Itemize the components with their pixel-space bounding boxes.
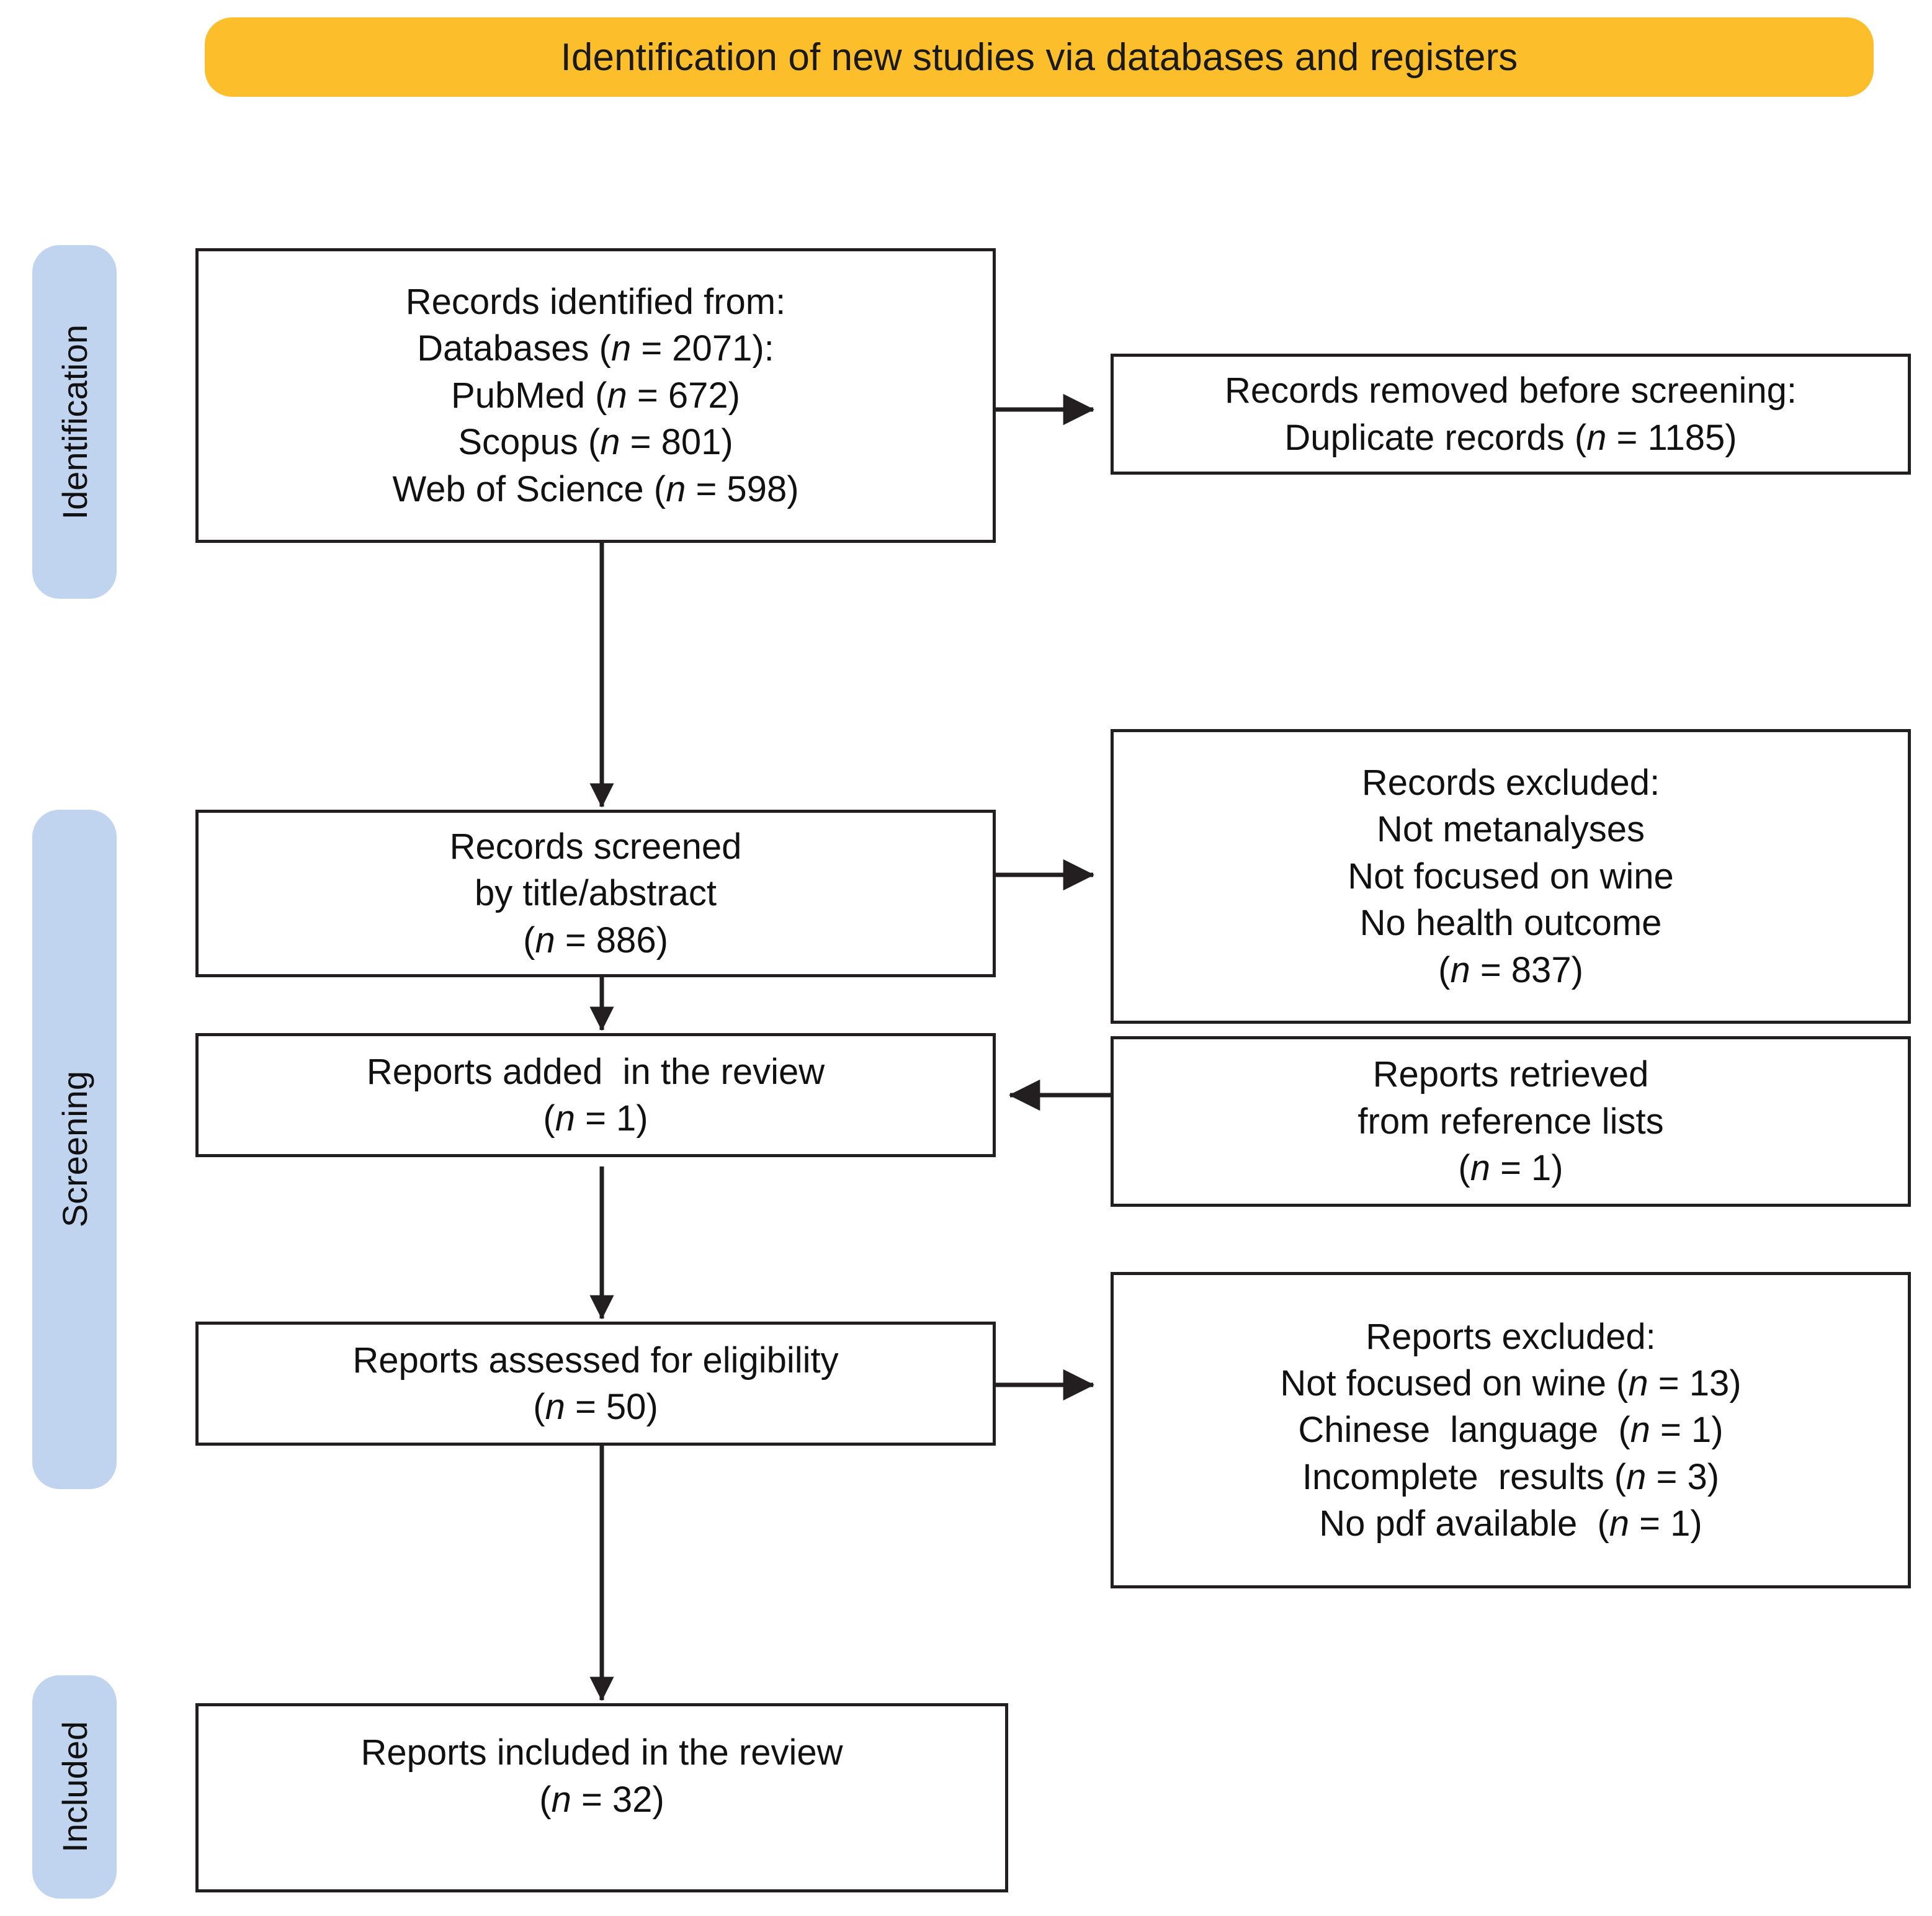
line-0: Records screened (449, 826, 742, 867)
line-0: Reports assessed for eligibility (352, 1340, 839, 1381)
box-reports-assessed-for-eligibility: Reports assessed for eligibility (n = 50) (195, 1322, 996, 1446)
line-2: Not focused on wine (1348, 856, 1674, 897)
line-1: Not focused on wine (n = 13) (1280, 1363, 1742, 1403)
box-reports-added-text: Reports added in the review (n = 1) (207, 1049, 984, 1142)
line-0: Records removed before screening: (1224, 370, 1797, 411)
line-0: Reports included in the review (360, 1732, 843, 1773)
line-1: Databases (n = 2071): (417, 328, 774, 369)
line-1: from reference lists (1357, 1101, 1664, 1142)
line-2: (n = 886) (523, 920, 668, 960)
box-reports-excluded: Reports excluded: Not focused on wine (n … (1111, 1272, 1911, 1588)
line-1: (n = 1) (543, 1098, 648, 1139)
line-2: (n = 1) (1458, 1148, 1563, 1189)
box-reports-included-text: Reports included in the review (n = 32) (207, 1729, 996, 1823)
line-1: (n = 32) (539, 1779, 664, 1820)
stage-pill-screening: Screening (32, 810, 117, 1489)
line-4: Web of Science (n = 598) (392, 468, 799, 509)
box-reports-added-in-the-review: Reports added in the review (n = 1) (195, 1033, 996, 1157)
line-0: Records identified from: (405, 282, 786, 323)
line-0: Reports retrieved (1372, 1054, 1649, 1095)
line-3: Scopus (n = 801) (458, 422, 733, 463)
diagram-banner: Identification of new studies via databa… (205, 17, 1874, 97)
box-reports-retrieved-text: Reports retrieved from reference lists (n … (1122, 1051, 1899, 1191)
line-0: Reports excluded: (1366, 1316, 1656, 1357)
line-0: Records excluded: (1361, 763, 1660, 804)
box-records-screened: Records screened by title/abstract (n = 88… (195, 810, 996, 977)
line-3: No health outcome (1359, 903, 1662, 944)
line-4: No pdf available (n = 1) (1319, 1503, 1702, 1544)
line-4: (n = 837) (1438, 949, 1583, 990)
line-1: (n = 50) (533, 1387, 658, 1427)
line-0: Reports added in the review (366, 1051, 825, 1092)
box-reports-assessed-text: Reports assessed for eligibility (n = 50) (207, 1337, 984, 1431)
box-records-identified-text: Records identified from: Databases (n = 2… (207, 279, 984, 513)
stage-pill-included: Included (32, 1675, 117, 1899)
line-3: Incomplete results (n = 3) (1302, 1456, 1720, 1497)
diagram-banner-label: Identification of new studies via databa… (560, 35, 1518, 79)
box-records-removed-before-screening: Records removed before screening: Duplica… (1111, 354, 1911, 475)
line-2: PubMed (n = 672) (451, 375, 740, 416)
box-records-screened-text: Records screened by title/abstract (n = 88… (207, 823, 984, 964)
line-1: Duplicate records (n = 1185) (1284, 417, 1737, 458)
box-reports-retrieved-from-reference-lists: Reports retrieved from reference lists (n … (1111, 1036, 1911, 1207)
line-2: Chinese language (n = 1) (1298, 1410, 1724, 1451)
box-records-identified-from: Records identified from: Databases (n = 2… (195, 248, 996, 543)
line-1: by title/abstract (474, 873, 717, 914)
line-1: Not metanalyses (1377, 809, 1645, 850)
box-reports-excluded-text: Reports excluded: Not focused on wine (n … (1122, 1314, 1899, 1547)
stage-pill-identification: Identification (32, 245, 117, 599)
box-reports-included-in-the-review: Reports included in the review (n = 32) (195, 1703, 1008, 1892)
box-records-removed-text: Records removed before screening: Duplica… (1122, 367, 1899, 461)
